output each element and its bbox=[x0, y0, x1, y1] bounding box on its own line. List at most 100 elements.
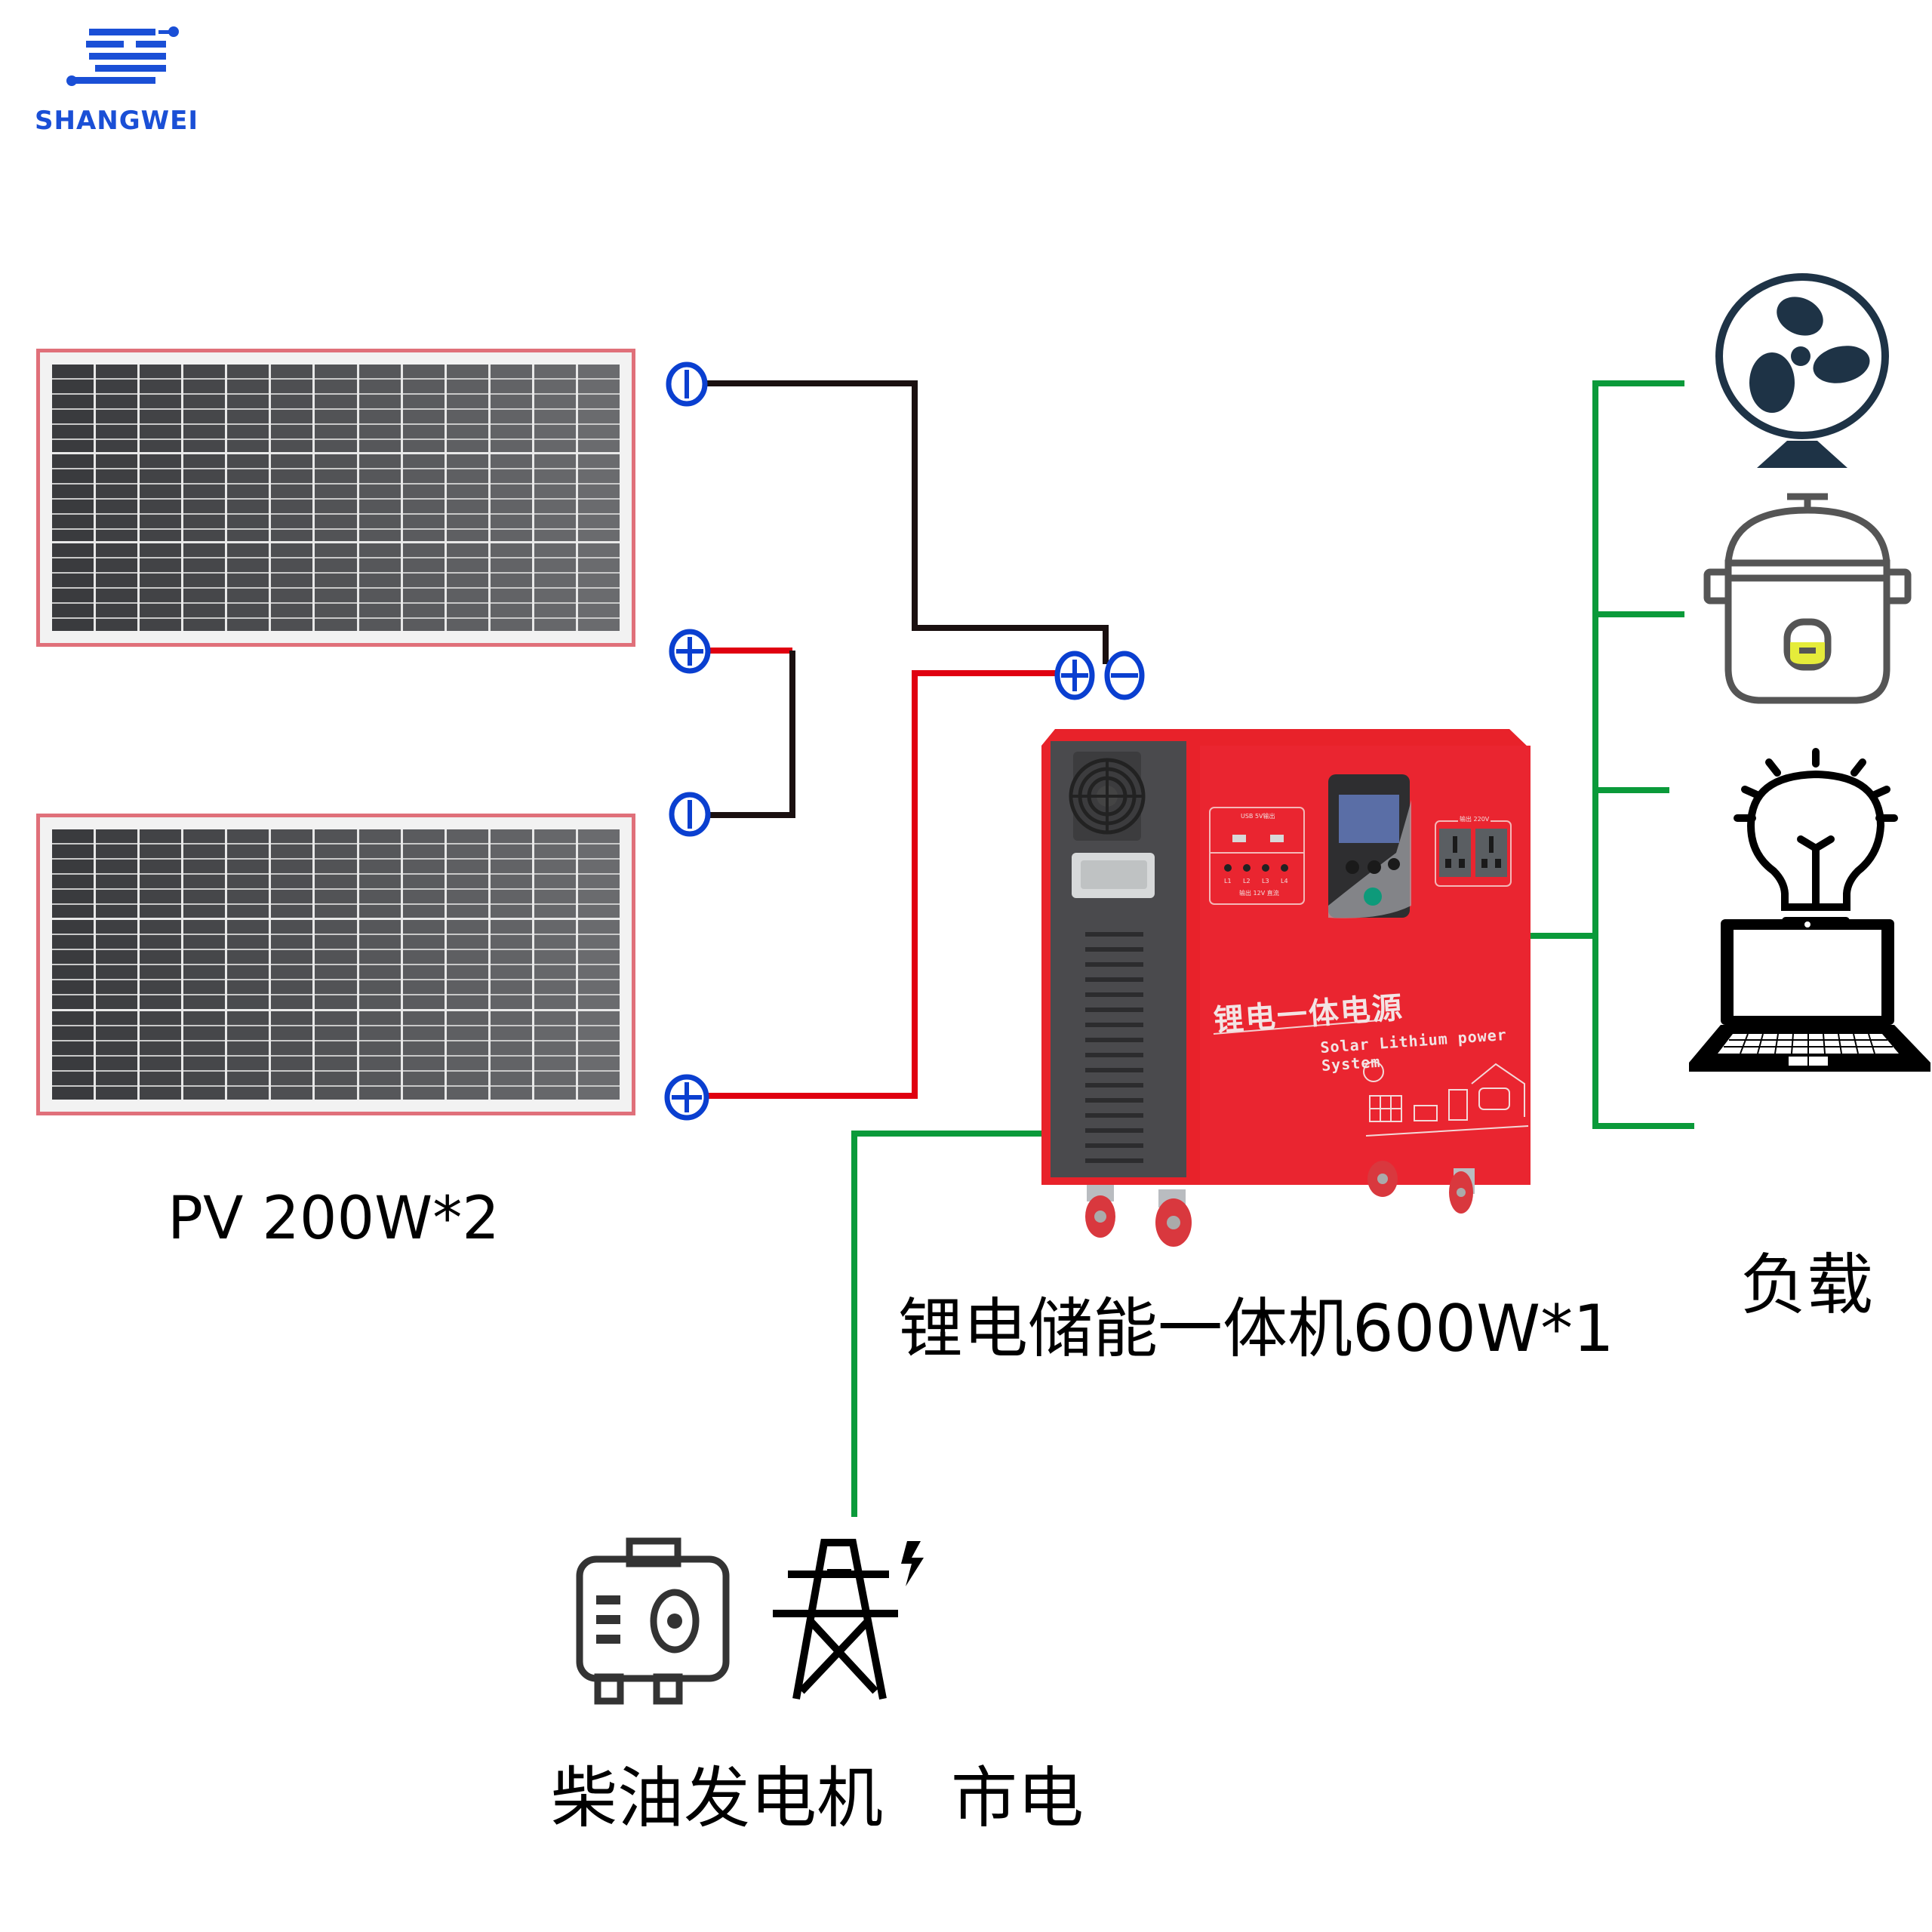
solar-cell bbox=[490, 829, 532, 918]
solar-panel-1 bbox=[36, 349, 635, 647]
solar-cell bbox=[446, 454, 488, 542]
solar-cell bbox=[183, 543, 226, 631]
solar-cell bbox=[577, 920, 620, 1009]
solar-cell bbox=[577, 454, 620, 542]
solar-cell bbox=[534, 920, 576, 1009]
laptop-icon bbox=[1689, 919, 1930, 1072]
solar-cell bbox=[315, 1011, 357, 1100]
solar-cell bbox=[140, 365, 182, 452]
brand-name: SHANGWEI bbox=[35, 106, 198, 136]
dc-port-l2: L2 bbox=[1243, 878, 1251, 884]
solar-cell bbox=[140, 1011, 182, 1100]
power-unit: USB 5V输出 L1 L2 L3 L4 输出 12V 直流 输出 220V 锂… bbox=[1041, 724, 1532, 1247]
solar-cell bbox=[534, 543, 576, 631]
solar-cell bbox=[271, 920, 313, 1009]
solar-cell bbox=[183, 454, 226, 542]
solar-cell bbox=[490, 454, 532, 542]
solar-cell bbox=[402, 365, 445, 452]
solar-cell bbox=[402, 829, 445, 918]
solar-cell bbox=[446, 365, 488, 452]
solar-cell bbox=[271, 543, 313, 631]
solar-cell bbox=[315, 829, 357, 918]
solar-cell bbox=[96, 365, 138, 452]
solar-cell bbox=[183, 1011, 226, 1100]
solar-cell bbox=[227, 543, 269, 631]
solar-cell bbox=[140, 543, 182, 631]
solar-cell bbox=[52, 365, 94, 452]
solar-cell bbox=[402, 920, 445, 1009]
solar-cell bbox=[358, 454, 401, 542]
solar-cell bbox=[52, 454, 94, 542]
solar-cell bbox=[183, 920, 226, 1009]
solar-cell bbox=[315, 543, 357, 631]
fan-icon bbox=[1715, 273, 1889, 468]
solar-cell bbox=[402, 543, 445, 631]
solar-cell bbox=[227, 1011, 269, 1100]
solar-cell bbox=[358, 920, 401, 1009]
unit-terminal-positive bbox=[1054, 651, 1095, 700]
usb-label: USB 5V输出 bbox=[1241, 813, 1275, 820]
solar-cell bbox=[227, 365, 269, 452]
solar-cell bbox=[96, 1011, 138, 1100]
negative-wire-main bbox=[706, 380, 1109, 664]
dc-port-l4: L4 bbox=[1281, 878, 1288, 884]
brand-logo-mark bbox=[66, 26, 179, 86]
solar-cell bbox=[402, 1011, 445, 1100]
solar-cell bbox=[271, 1011, 313, 1100]
dc-port-l1: L1 bbox=[1224, 878, 1232, 884]
dc-port-l3: L3 bbox=[1262, 878, 1269, 884]
diesel-generator-icon bbox=[576, 1537, 730, 1705]
dc-output-label: 输出 12V 直流 bbox=[1239, 890, 1279, 897]
solar-cell bbox=[490, 543, 532, 631]
solar-cell bbox=[52, 920, 94, 1009]
terminal-negative-panel2 bbox=[669, 792, 711, 837]
solar-cell bbox=[577, 543, 620, 631]
solar-cell bbox=[96, 543, 138, 631]
solar-cells-grid bbox=[52, 829, 620, 1100]
solar-cell bbox=[534, 454, 576, 542]
power-grid-tower-icon bbox=[773, 1539, 924, 1700]
solar-cell bbox=[227, 829, 269, 918]
terminal-negative-panel1 bbox=[666, 361, 708, 407]
solar-cell bbox=[183, 365, 226, 452]
positive-wire-main bbox=[706, 670, 1064, 1099]
solar-cell bbox=[446, 1011, 488, 1100]
ac-output-label: 输出 220V bbox=[1458, 815, 1491, 823]
solar-cell bbox=[577, 1011, 620, 1100]
solar-cell bbox=[315, 920, 357, 1009]
solar-cell bbox=[52, 543, 94, 631]
terminal-positive-panel2 bbox=[664, 1074, 709, 1121]
solar-cell bbox=[140, 920, 182, 1009]
terminal-positive-panel1 bbox=[669, 629, 711, 674]
solar-cell bbox=[446, 920, 488, 1009]
loads-label: 负载 bbox=[1740, 1246, 1874, 1324]
solar-cell bbox=[446, 829, 488, 918]
solar-cell bbox=[96, 454, 138, 542]
solar-cell bbox=[402, 454, 445, 542]
solar-panel-2 bbox=[36, 814, 635, 1115]
solar-cell bbox=[140, 829, 182, 918]
solar-cell bbox=[96, 829, 138, 918]
solar-cell bbox=[490, 920, 532, 1009]
solar-cells-grid bbox=[52, 365, 620, 631]
solar-cell bbox=[577, 829, 620, 918]
solar-cell bbox=[227, 920, 269, 1009]
solar-cell bbox=[52, 829, 94, 918]
pv-label: PV 200W*2 bbox=[168, 1185, 500, 1253]
solar-cell bbox=[183, 829, 226, 918]
solar-cell bbox=[227, 454, 269, 542]
solar-cell bbox=[271, 829, 313, 918]
power-unit-body bbox=[1041, 729, 1531, 1247]
series-link-wire bbox=[706, 651, 795, 818]
solar-cell bbox=[96, 920, 138, 1009]
solar-cell bbox=[490, 365, 532, 452]
solar-cell bbox=[490, 1011, 532, 1100]
ac-input-wire bbox=[851, 1131, 1045, 1517]
solar-cell bbox=[315, 365, 357, 452]
grid-label: 市电 bbox=[951, 1759, 1084, 1837]
solar-cell bbox=[446, 543, 488, 631]
solar-cell bbox=[577, 365, 620, 452]
solar-cell bbox=[358, 365, 401, 452]
rice-cooker-icon bbox=[1703, 493, 1912, 704]
